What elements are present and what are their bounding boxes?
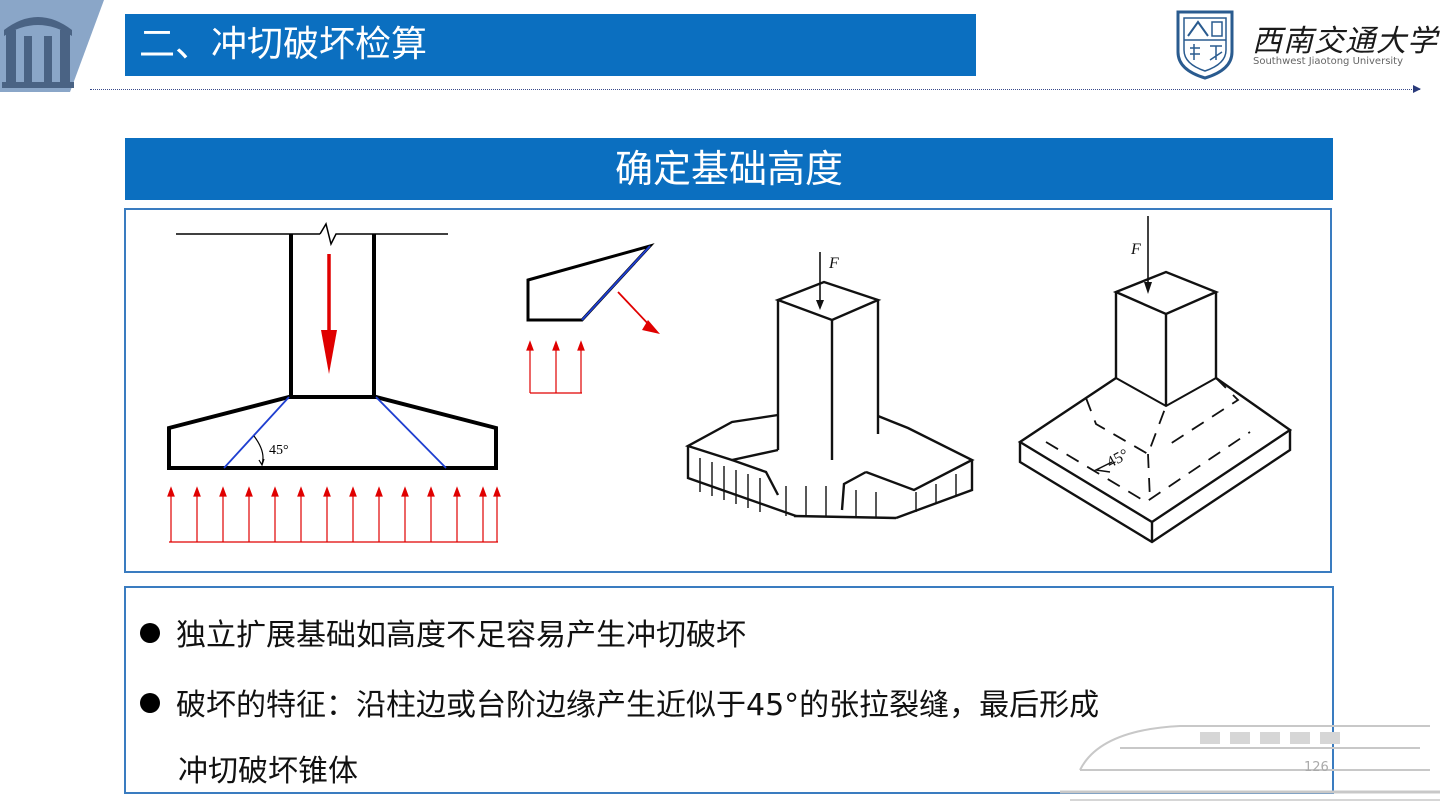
page-title: 二、冲切破坏检算 <box>125 14 976 76</box>
section-title: 确定基础高度 <box>125 138 1333 200</box>
header-divider <box>90 89 1420 90</box>
university-name-en: Southwest Jiaotong University <box>1253 56 1404 67</box>
campus-gate-icon <box>0 0 130 92</box>
force-label-f1: F <box>828 255 839 272</box>
footing-section-diagram: 45° <box>167 222 501 543</box>
figure-panel: 45° <box>124 208 1332 573</box>
bullet-text-2-continued: 冲切破坏锥体 <box>178 754 358 789</box>
bullet-panel: 独立扩展基础如高度不足容易产生冲切破坏 破坏的特征：沿柱边或台阶边缘产生近似于4… <box>124 586 1334 794</box>
page-number: 126 <box>1304 760 1329 775</box>
angle-label-45-3d: 45° <box>1104 446 1132 472</box>
force-label-f2: F <box>1130 241 1141 258</box>
train-watermark-icon <box>1060 725 1440 801</box>
stepped-footing-3d <box>684 252 975 520</box>
angle-label-45: 45° <box>269 443 289 458</box>
bullet-dot-icon <box>140 693 160 713</box>
divider-arrow-icon <box>1413 85 1421 93</box>
university-emblem-icon <box>1176 10 1234 80</box>
pyramidal-footing-3d <box>1017 216 1293 544</box>
bullet-text-2: 破坏的特征：沿柱边或台阶边缘产生近似于45°的张拉裂缝，最后形成 <box>176 688 1100 723</box>
bullet-item-2: 破坏的特征：沿柱边或台阶边缘产生近似于45°的张拉裂缝，最后形成 <box>140 680 1099 724</box>
bullet-text-1: 独立扩展基础如高度不足容易产生冲切破坏 <box>176 618 746 653</box>
university-name-cn: 西南交通大学 <box>1252 24 1438 59</box>
bullet-dot-icon <box>140 623 160 643</box>
punching-wedge-diagram <box>526 243 660 394</box>
bullet-item-1: 独立扩展基础如高度不足容易产生冲切破坏 <box>140 610 746 654</box>
foundation-diagram: 45° <box>167 216 1293 544</box>
